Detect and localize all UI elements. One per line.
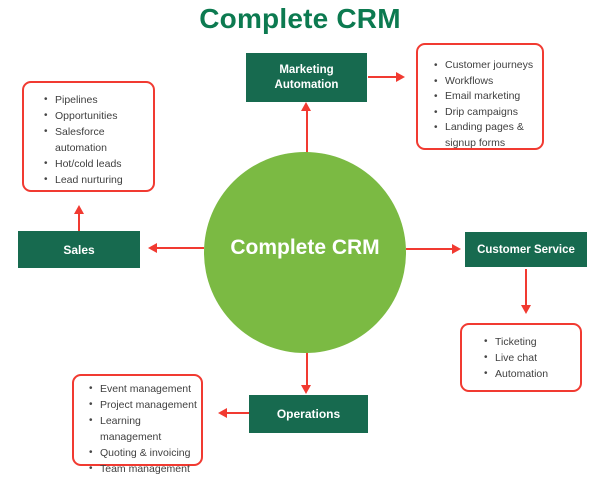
list-item: Learning management <box>89 413 199 445</box>
list-item: Live chat <box>484 350 576 366</box>
list-item: Opportunities <box>44 108 147 124</box>
marketing-feature-list: Customer journeys Workflows Email market… <box>434 58 536 151</box>
arrow-line <box>306 350 308 386</box>
list-item: Automation <box>484 366 576 382</box>
arrow-line <box>406 248 453 250</box>
arrowhead-right-icon <box>452 244 461 254</box>
list-item: Ticketing <box>484 334 576 350</box>
arrow-line <box>78 213 80 231</box>
operations-feature-list: Event management Project management Lear… <box>89 381 199 477</box>
list-item: Quoting & invoicing <box>89 445 199 461</box>
arrow-line <box>525 269 527 306</box>
list-item: Project management <box>89 397 199 413</box>
list-operations: Event management Project management Lear… <box>72 374 203 477</box>
arrow-line <box>157 247 204 249</box>
node-customer-service-label: Customer Service <box>477 243 575 256</box>
list-sales: Pipelines Opportunities Salesforce autom… <box>22 81 155 192</box>
list-item: Drip campaigns <box>434 105 536 121</box>
list-customer-service: Ticketing Live chat Automation <box>460 323 582 392</box>
diagram-title: Complete CRM <box>199 3 401 34</box>
arrowhead-down-icon <box>301 385 311 394</box>
list-item: Hot/cold leads <box>44 156 147 172</box>
list-item: Salesforce automation <box>44 124 147 156</box>
list-item: Customer journeys <box>434 58 536 74</box>
customer-service-feature-list: Ticketing Live chat Automation <box>484 334 576 382</box>
arrow-line <box>368 76 397 78</box>
node-marketing-automation: Marketing Automation <box>246 53 367 102</box>
arrowhead-up-icon <box>301 102 311 111</box>
arrowhead-left-icon <box>148 243 157 253</box>
sales-feature-list: Pipelines Opportunities Salesforce autom… <box>44 92 147 188</box>
arrow-line <box>306 110 308 160</box>
list-item: Event management <box>89 381 199 397</box>
node-customer-service: Customer Service <box>465 232 587 267</box>
node-operations-label: Operations <box>276 407 341 421</box>
list-item: Pipelines <box>44 92 147 108</box>
crm-center-circle: Complete CRM <box>204 152 406 353</box>
list-marketing-automation: Customer journeys Workflows Email market… <box>416 43 544 150</box>
arrow-line <box>227 412 249 414</box>
arrowhead-left-icon <box>218 408 227 418</box>
arrowhead-right-icon <box>396 72 405 82</box>
list-item: Lead nurturing <box>44 172 147 188</box>
node-marketing-automation-label: Marketing Automation <box>274 63 339 91</box>
crm-center-label: Complete CRM <box>230 235 380 259</box>
node-sales: Sales <box>18 231 140 268</box>
list-item: Team management <box>89 461 199 477</box>
node-sales-label: Sales <box>63 242 95 257</box>
arrowhead-up-icon <box>74 205 84 214</box>
list-item: Workflows <box>434 74 536 90</box>
node-operations: Operations <box>249 395 368 433</box>
list-item: Email marketing <box>434 89 536 105</box>
list-item: Landing pages & signup forms <box>434 120 536 151</box>
arrowhead-down-icon <box>521 305 531 314</box>
